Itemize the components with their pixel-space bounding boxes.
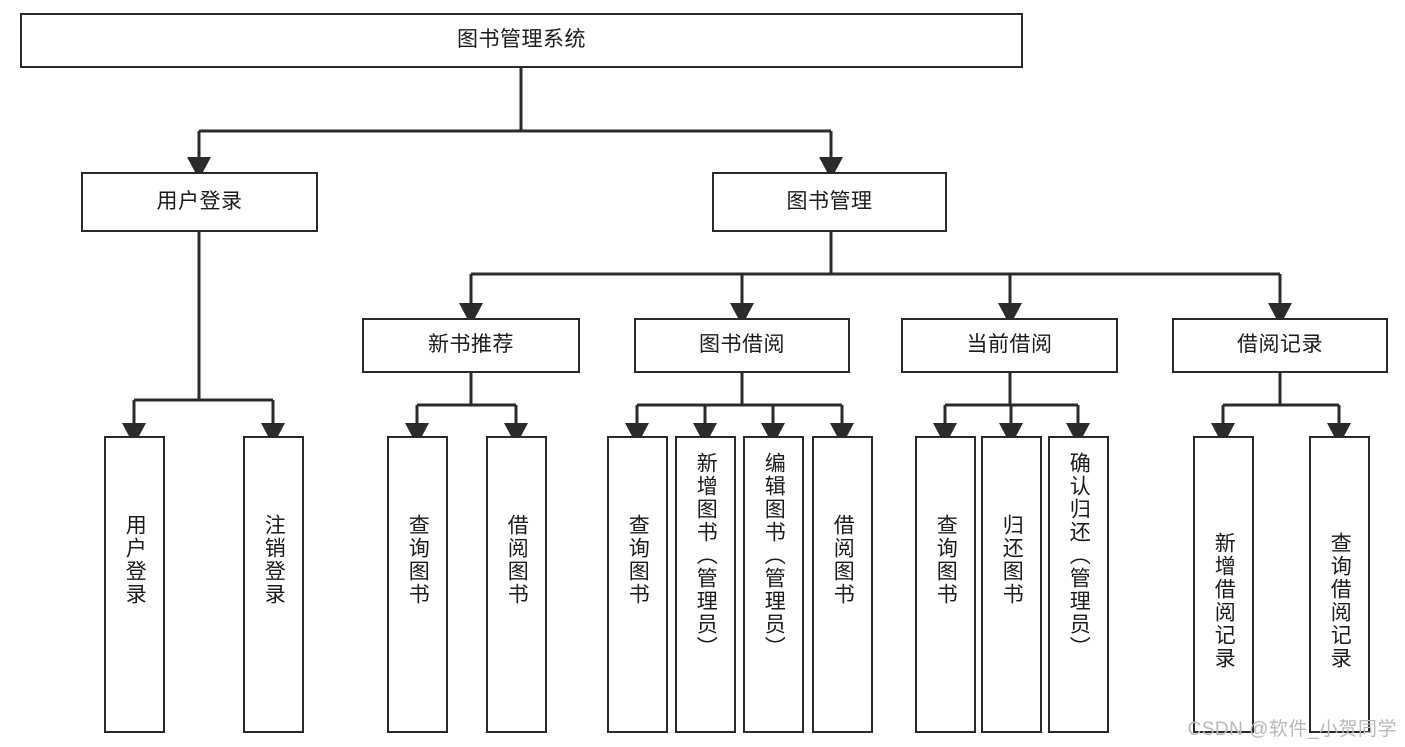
node-label: 用户登录 — [123, 514, 147, 606]
node-user-login[interactable]: 用户登录 — [81, 172, 318, 232]
node-current-borrow[interactable]: 当前借阅 — [901, 318, 1118, 373]
node-root-system[interactable]: 图书管理系统 — [20, 13, 1023, 68]
node-book-management[interactable]: 图书管理 — [712, 172, 947, 232]
leaf-query-book-current[interactable]: 查询图书 — [915, 436, 976, 733]
csdn-watermark: CSDN @软件_小贺同学 — [1187, 719, 1397, 740]
leaf-query-book-recommend[interactable]: 查询图书 — [387, 436, 448, 733]
node-label: 注销登录 — [262, 514, 286, 606]
node-label: 确认归还（管理员） — [1067, 452, 1091, 659]
node-label: 编辑图书（管理员） — [762, 452, 786, 659]
leaf-add-borrow-record[interactable]: 新增借阅记录 — [1193, 436, 1254, 733]
node-label: 借阅图书 — [831, 514, 855, 606]
leaf-user-login[interactable]: 用户登录 — [104, 436, 165, 733]
node-label: 借阅图书 — [505, 514, 529, 606]
leaf-confirm-return-admin[interactable]: 确认归还（管理员） — [1048, 436, 1109, 733]
node-label: 用户登录 — [156, 189, 243, 213]
node-label: 图书管理系统 — [457, 28, 586, 52]
node-book-borrow[interactable]: 图书借阅 — [634, 318, 850, 373]
node-label: 新书推荐 — [428, 333, 514, 357]
leaf-borrow-book[interactable]: 借阅图书 — [812, 436, 873, 733]
node-label: 查询图书 — [934, 514, 958, 606]
leaf-user-logout[interactable]: 注销登录 — [243, 436, 304, 733]
leaf-query-borrow-record[interactable]: 查询借阅记录 — [1309, 436, 1370, 733]
node-label: 图书管理 — [786, 189, 873, 213]
node-label: 查询图书 — [406, 514, 430, 606]
node-label: 新增图书（管理员） — [694, 452, 718, 659]
node-label: 图书借阅 — [699, 333, 785, 357]
node-label: 查询图书 — [626, 514, 650, 606]
leaf-edit-book-admin[interactable]: 编辑图书（管理员） — [743, 436, 804, 733]
node-new-book-recommend[interactable]: 新书推荐 — [362, 318, 580, 373]
node-label: 借阅记录 — [1237, 333, 1323, 357]
node-label: 归还图书 — [1000, 514, 1024, 606]
node-label: 查询借阅记录 — [1328, 532, 1352, 670]
leaf-add-book-admin[interactable]: 新增图书（管理员） — [675, 436, 736, 733]
leaf-query-book-borrow[interactable]: 查询图书 — [607, 436, 668, 733]
node-label: 当前借阅 — [966, 333, 1053, 357]
leaf-return-book[interactable]: 归还图书 — [981, 436, 1042, 733]
leaf-borrow-book-recommend[interactable]: 借阅图书 — [486, 436, 547, 733]
node-borrow-record[interactable]: 借阅记录 — [1172, 318, 1388, 373]
node-label: 新增借阅记录 — [1212, 532, 1236, 670]
